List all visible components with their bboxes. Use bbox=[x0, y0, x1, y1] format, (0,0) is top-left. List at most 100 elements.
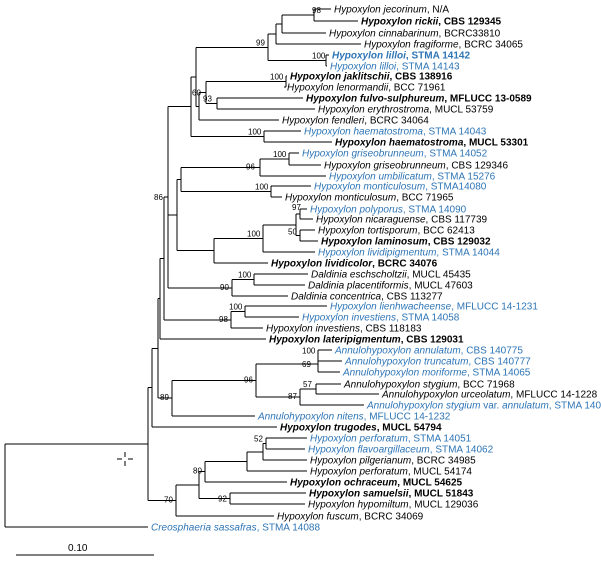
taxon-label-part: lilloi bbox=[379, 62, 396, 73]
support-value: 52 bbox=[254, 435, 263, 444]
taxon-label-part: STMA 15276 bbox=[437, 172, 495, 183]
taxon-label-part: Annulohypoxylon bbox=[334, 346, 412, 357]
taxon-label-part: BCRC33810 bbox=[444, 29, 501, 40]
taxon-label-part: lateripigmentum bbox=[323, 335, 401, 346]
support-value: 93 bbox=[203, 95, 212, 104]
taxon-label: Hypoxylon ochraceum, MUCL 54625 bbox=[290, 478, 463, 489]
taxon-label-part: Hypoxylon bbox=[318, 226, 365, 237]
taxon-label: Hypoxylon griseobrunneum, STMA 14052 bbox=[302, 149, 488, 160]
taxon-label-part: STMA 14088 bbox=[262, 523, 320, 534]
support-value: 80 bbox=[193, 467, 202, 476]
taxon-label: Hypoxylon samuelsii, MUCL 51843 bbox=[309, 489, 474, 500]
taxon-label-part: STMA 14051 bbox=[413, 434, 471, 445]
taxon-label: Daldinia eschscholtzii, MUCL 45435 bbox=[311, 270, 471, 281]
support-value: 89 bbox=[160, 393, 169, 402]
taxon-label-part: perforatum bbox=[358, 434, 407, 445]
taxon-label-part: umbilicatum bbox=[378, 172, 431, 183]
taxon-label-part: tortisporum bbox=[367, 226, 417, 237]
taxon-label-part: urceolatum bbox=[461, 390, 510, 401]
taxon-label-part: Hypoxylon bbox=[290, 478, 341, 489]
scale-bar-label: 0.10 bbox=[68, 543, 88, 554]
taxon-label-part: CBS 138916 bbox=[395, 72, 453, 83]
taxon-label-part: Hypoxylon bbox=[310, 467, 357, 478]
taxon-label-part: Annulohypoxylon bbox=[344, 357, 422, 368]
taxon-label-part: Hypoxylon bbox=[266, 324, 313, 335]
taxon-label-part: Hypoxylon bbox=[329, 172, 376, 183]
taxon-label-part: STMA 14043 bbox=[429, 127, 487, 138]
taxon-label-part: STMA 14052 bbox=[429, 149, 487, 160]
support-value: 99 bbox=[256, 38, 265, 47]
support-value: 69 bbox=[302, 360, 311, 369]
taxon-label-part: Hypoxylon bbox=[306, 94, 357, 105]
taxon-label: Hypoxylon haematostroma, MUCL 53301 bbox=[335, 138, 529, 149]
taxon-label-part: Hypoxylon bbox=[316, 215, 363, 226]
taxon-label-part: STMA 14044 bbox=[442, 248, 500, 259]
taxon-label-part: sassafras bbox=[214, 523, 257, 534]
taxon-label-part: Hypoxylon bbox=[309, 489, 360, 500]
taxon-label: Hypoxylon fendleri, BCRC 34064 bbox=[282, 116, 429, 127]
taxon-label-part: N/A bbox=[432, 5, 449, 16]
taxon-label-part: Hypoxylon bbox=[318, 105, 365, 116]
taxon-label-part: fuscum bbox=[326, 512, 358, 523]
taxon-label-part: CBS 117739 bbox=[431, 215, 487, 226]
taxon-label: Hypoxylon lilloi, STMA 14142 bbox=[332, 51, 470, 62]
taxon-label-part: cinnabarinum bbox=[378, 29, 438, 40]
taxon-label-part: placentiformis bbox=[346, 281, 409, 292]
taxon-label-part: STMA 14065 bbox=[473, 368, 531, 379]
taxon-label-part: CBS 140775 bbox=[466, 346, 523, 357]
taxon-label-part: BCRC 34076 bbox=[378, 259, 438, 270]
move-cursor-icon bbox=[117, 452, 133, 466]
taxon-label-part: lenormandii bbox=[336, 83, 388, 94]
taxon-label-part: CBS 118183 bbox=[366, 324, 422, 335]
taxon-label: Hypoxylon pilgerianum, BCRC 34985 bbox=[310, 456, 476, 467]
taxon-label-part: BCRC 34985 bbox=[417, 456, 476, 467]
taxon-label-part: Hypoxylon bbox=[310, 434, 357, 445]
taxon-label: Hypoxylon tortisporum, BCC 62413 bbox=[318, 226, 475, 237]
taxon-label: Annulohypoxylon annulatum, CBS 140775 bbox=[334, 346, 523, 357]
taxon-label-part: CBS 113277 bbox=[387, 292, 443, 303]
taxon-label-part: Hypoxylon bbox=[330, 62, 377, 73]
taxon-label: Hypoxylon investiens, CBS 118183 bbox=[266, 324, 422, 335]
taxon-label-part: Annulohypoxylon bbox=[366, 401, 444, 412]
taxon-label-part: moriforme bbox=[422, 368, 467, 379]
taxon-label-part: Annulohypoxylon bbox=[381, 390, 459, 401]
taxon-label: Hypoxylon investiens, STMA 14058 bbox=[302, 313, 460, 324]
taxon-label-part: Hypoxylon bbox=[280, 423, 331, 434]
taxon-label: Hypoxylon cinnabarinum, BCRC33810 bbox=[329, 29, 501, 40]
taxon-label-part: truncatum bbox=[424, 357, 468, 368]
taxon-label: Hypoxylon umbilicatum, STMA 15276 bbox=[329, 172, 496, 183]
taxon-label: Hypoxylon griseobrunneum, CBS 129346 bbox=[324, 161, 508, 172]
taxon-label-part: nitens bbox=[337, 412, 364, 423]
taxon-label-part: var. bbox=[483, 401, 499, 412]
taxon-label: Hypoxylon nicaraguense, CBS 117739 bbox=[316, 215, 487, 226]
taxon-label-part: BCC 71968 bbox=[463, 380, 515, 391]
taxon-label-part: Daldinia bbox=[311, 270, 348, 281]
taxon-label: Hypoxylon lenormandii, BCC 71961 bbox=[287, 83, 446, 94]
taxon-label: Hypoxylon fuscum, BCRC 34069 bbox=[277, 512, 424, 523]
taxon-label-part: monticulosum bbox=[334, 193, 396, 204]
taxon-label: Hypoxylon flavoargillaceum, STMA 14062 bbox=[308, 445, 494, 456]
taxon-label: Annulohypoxylon stygium var. annulatum, … bbox=[366, 401, 601, 412]
support-value: 96 bbox=[246, 163, 255, 172]
taxon-label-part: MFLUCC 13-0589 bbox=[450, 94, 532, 105]
support-value: 86 bbox=[154, 193, 163, 202]
taxon-label-part: Hypoxylon bbox=[302, 313, 349, 324]
taxon-label-part: CBS 129345 bbox=[444, 17, 502, 28]
taxon-label-part: trugodes bbox=[334, 423, 377, 434]
taxon-label-part: griseobrunneum bbox=[351, 149, 423, 160]
taxon-label-part: MUCL 54625 bbox=[403, 478, 463, 489]
taxon-label-part: investiens bbox=[351, 313, 395, 324]
taxon-label: Hypoxylon perforatum, STMA 14051 bbox=[310, 434, 472, 445]
taxon-label-part: ochraceum bbox=[344, 478, 397, 489]
taxon-label-part: BCC 71965 bbox=[402, 193, 454, 204]
taxon-label-part: polyporus bbox=[358, 205, 402, 216]
taxon-label-part: stygium bbox=[446, 401, 480, 412]
taxon-label: Hypoxylon jecorinum, N/A bbox=[334, 5, 449, 16]
taxon-label-part: laminosum bbox=[375, 237, 428, 248]
taxon-label-part: lienhwacheense bbox=[379, 302, 451, 313]
taxon-label-part: Hypoxylon bbox=[302, 149, 349, 160]
support-value: 96 bbox=[244, 375, 253, 384]
taxon-label: Hypoxylon lividipigmentum, STMA 14044 bbox=[318, 248, 500, 259]
taxon-label-part: jecorinum bbox=[381, 5, 426, 16]
